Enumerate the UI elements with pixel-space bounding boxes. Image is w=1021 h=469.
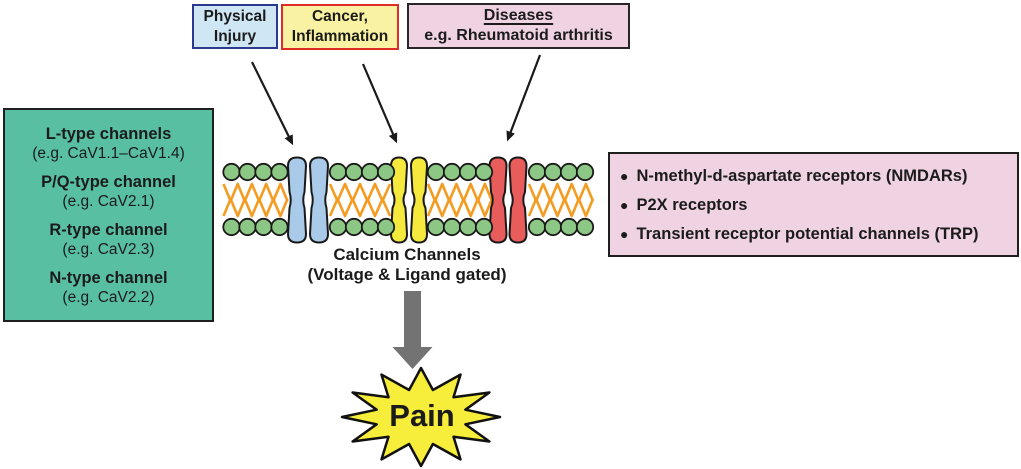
receptor-label: P2X receptors bbox=[636, 195, 748, 214]
receptor-label: Transient receptor potential channels (T… bbox=[636, 224, 979, 243]
bullet-icon: ● bbox=[620, 196, 629, 213]
channel-type-name: P/Q-type channel bbox=[41, 172, 176, 191]
receptor-item: ● P2X receptors bbox=[620, 194, 1007, 216]
channel-type-name: L-type channels bbox=[45, 124, 172, 143]
membrane-caption-line2: (Voltage & Ligand gated) bbox=[307, 264, 507, 284]
receptors-panel: ● N-methyl-d-aspartate receptors (NMDARs… bbox=[608, 152, 1019, 257]
arrow-physical-injury-to-membrane bbox=[251, 61, 294, 146]
receptor-item: ● N-methyl-d-aspartate receptors (NMDARs… bbox=[620, 165, 1007, 187]
cancer-inflammation-box: Cancer, Inflammation bbox=[281, 4, 399, 50]
diseases-title: Diseases bbox=[483, 7, 554, 24]
bullet-icon: ● bbox=[620, 225, 629, 242]
receptor-label: N-methyl-d-aspartate receptors (NMDARs) bbox=[636, 166, 968, 185]
channel-type-example: (e.g. CaV2.1) bbox=[62, 192, 155, 210]
cancer-line2: Inflammation bbox=[291, 28, 389, 45]
diseases-subtitle: e.g. Rheumatoid arthritis bbox=[424, 27, 613, 44]
arrow-cancer-inflammation-to-membrane bbox=[361, 63, 398, 144]
channel-type-item: R-type channel (e.g. CaV2.3) bbox=[7, 220, 210, 259]
physical-injury-line2: Injury bbox=[213, 27, 257, 45]
channel-type-item: N-type channel (e.g. CaV2.2) bbox=[7, 268, 210, 307]
arrow-diseases-to-membrane bbox=[506, 54, 542, 142]
physical-injury-line1: Physical bbox=[203, 7, 267, 25]
channel-types-panel: L-type channels (e.g. CaV1.1–CaV1.4) P/Q… bbox=[3, 108, 214, 322]
receptor-item: ● Transient receptor potential channels … bbox=[620, 223, 1007, 245]
membrane-caption: Calcium Channels (Voltage & Ligand gated… bbox=[272, 245, 542, 284]
cancer-line1: Cancer, bbox=[311, 8, 368, 25]
pain-burst bbox=[340, 366, 502, 468]
bullet-icon: ● bbox=[620, 167, 629, 184]
diseases-box: Diseases e.g. Rheumatoid arthritis bbox=[407, 3, 630, 49]
cell-membrane-illustration bbox=[222, 156, 595, 244]
channel-type-item: L-type channels (e.g. CaV1.1–CaV1.4) bbox=[7, 124, 210, 163]
channel-type-example: (e.g. CaV2.3) bbox=[62, 240, 155, 258]
channel-type-example: (e.g. CaV1.1–CaV1.4) bbox=[32, 144, 185, 162]
pain-label: Pain bbox=[389, 398, 455, 433]
channel-type-item: P/Q-type channel (e.g. CaV2.1) bbox=[7, 172, 210, 211]
channel-type-example: (e.g. CaV2.2) bbox=[62, 288, 155, 306]
physical-injury-box: Physical Injury bbox=[192, 4, 278, 49]
arrow-to-pain bbox=[392, 291, 433, 369]
channel-type-name: R-type channel bbox=[49, 220, 168, 239]
cause-arrows bbox=[251, 54, 542, 146]
channel-type-name: N-type channel bbox=[49, 268, 168, 287]
membrane-caption-line1: Calcium Channels bbox=[333, 245, 481, 264]
